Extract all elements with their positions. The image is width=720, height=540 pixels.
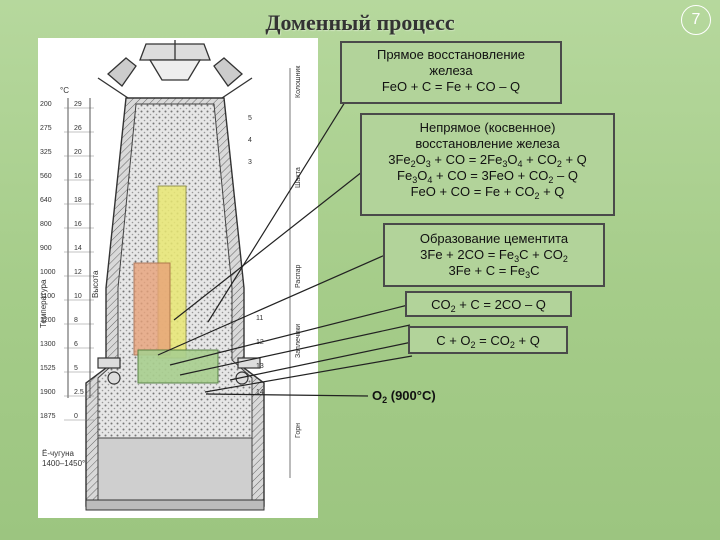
side-number: 5: [248, 115, 252, 122]
zone-caption: Заплечики: [295, 324, 302, 358]
temp-tick-label: 1100: [40, 293, 55, 300]
height-tick-label: 18: [74, 197, 82, 204]
side-number: 13: [256, 363, 264, 370]
temp-tick-label: 325: [40, 149, 52, 156]
cementite-reaction-1: 3Fe + 2CO = Fe3C + CO2: [420, 247, 568, 264]
direct-reduction-box: Прямое восстановление железа FeO + C = F…: [340, 41, 562, 104]
direct-heading-1: Прямое восстановление: [376, 47, 525, 62]
temp-unit-label: °C: [60, 86, 69, 95]
indirect-reaction-1: 3Fe2O3 + CO = 2Fe3O4 + CO2 + Q: [388, 152, 587, 169]
slide-number: 7: [681, 5, 711, 35]
zone-caption: Горн: [295, 423, 302, 438]
indirect-reaction-2: Fe3O4 + CO = 3FeO + CO2 – Q: [397, 168, 578, 185]
indirect-heading-1: Непрямое (косвенное): [419, 120, 556, 135]
height-tick-label: 10: [74, 293, 82, 300]
slide-title: Доменный процесс: [265, 10, 455, 35]
height-tick-label: 8: [74, 317, 78, 324]
cementite-reaction-2: 3Fe + C = Fe3C: [448, 263, 540, 280]
combustion-reaction: C + O2 = CO2 + Q: [436, 333, 540, 350]
temp-tick-label: 1300: [40, 341, 56, 348]
height-tick-label: 6: [74, 341, 78, 348]
temp-tick-label: 900: [40, 245, 52, 252]
charging-apparatus: [97, 40, 253, 99]
bottom-caption-1: Ё-чугуна: [42, 449, 75, 458]
cementite-heading: Образование цементита: [419, 231, 569, 246]
temp-tick-label: 1525: [40, 365, 56, 372]
cementite-box: Образование цементита 3Fe + 2CO = Fe3C +…: [383, 223, 605, 287]
side-reference-numbers: 5 4 3 11 12 13 14: [248, 115, 264, 396]
height-tick-label: 20: [74, 149, 82, 156]
height-tick-label: 16: [74, 173, 82, 180]
indirect-heading-2: восстановление железа: [415, 136, 560, 151]
height-tick-label: 5: [74, 365, 78, 372]
direct-reaction: FeO + C = Fe + CO – Q: [381, 79, 521, 94]
temp-tick-label: 640: [40, 197, 52, 204]
direct-reduction-zone: [133, 262, 171, 356]
temp-tick-label: 200: [40, 101, 52, 108]
side-number: 14: [256, 389, 264, 396]
blast-furnace-drawing: °C 2002753255606408009001000110012001300…: [39, 40, 302, 511]
height-axis-label: Высота: [91, 270, 100, 298]
height-tick-label: 2.5: [74, 389, 84, 396]
tuyere-left: [97, 357, 121, 385]
temp-axis-label: Температура: [39, 279, 48, 328]
furnace-hearth: [97, 437, 253, 501]
side-number: 3: [248, 159, 252, 166]
combustion-box: C + O2 = CO2 + Q: [408, 326, 568, 354]
temp-axis-ticks: 2002753255606408009001000110012001300152…: [40, 101, 94, 421]
side-number: 11: [256, 315, 263, 322]
height-tick-label: 16: [74, 221, 82, 228]
side-number: 4: [248, 137, 252, 144]
temp-tick-label: 800: [40, 221, 52, 228]
zone-caption: Распар: [295, 264, 302, 288]
oxygen-text: O2 (900°C): [372, 388, 436, 405]
oxygen-label: O2 (900°C): [372, 388, 436, 405]
height-axis-ticks: 29 26 20 16 18 16 14 12 10 8 6 5 2.5 0: [74, 101, 84, 420]
indirect-reduction-box: Непрямое (косвенное) восстановление желе…: [360, 113, 615, 216]
combustion-zone: [137, 349, 219, 384]
height-tick-label: 29: [74, 101, 82, 108]
direct-heading-2: железа: [429, 63, 473, 78]
zone-caption: Колошник: [295, 65, 302, 98]
side-number: 12: [256, 339, 264, 346]
height-tick-label: 14: [74, 245, 82, 252]
height-tick-label: 26: [74, 125, 82, 132]
temp-tick-label: 1900: [40, 389, 56, 396]
height-tick-label: 0: [74, 413, 78, 420]
temp-tick-label: 275: [40, 125, 52, 132]
height-tick-label: 12: [74, 269, 82, 276]
co2-reduction-reaction: CO2 + C = 2CO – Q: [431, 297, 546, 314]
co2-reduction-box: CO2 + C = 2CO – Q: [405, 291, 572, 317]
temp-tick-label: 1000: [40, 269, 56, 276]
temp-tick-label: 1875: [40, 413, 56, 420]
bottom-caption-2: 1400–1450°: [42, 459, 85, 468]
indirect-reaction-3: FeO + CO = Fe + CO2 + Q: [410, 184, 565, 201]
temp-tick-label: 560: [40, 173, 52, 180]
zone-caption: Шахта: [295, 167, 302, 188]
temp-tick-label: 1200: [40, 317, 56, 324]
